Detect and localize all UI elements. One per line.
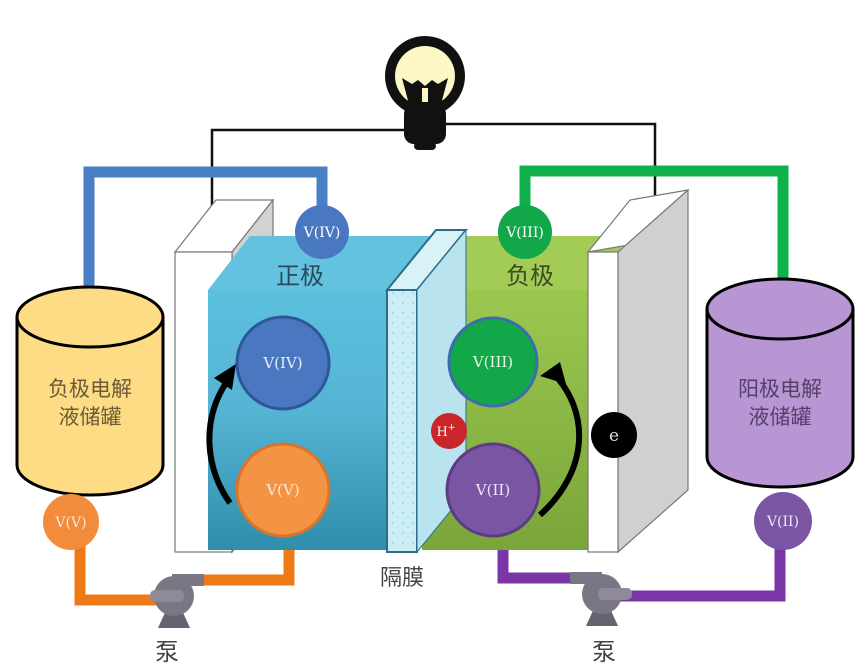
ion-pipe-right-v3: V(III) — [498, 205, 552, 259]
proton-h-plus: H+ — [431, 413, 467, 449]
svg-text:V(II): V(II) — [766, 514, 799, 530]
external-circuit — [210, 122, 657, 228]
svg-text:负极电解: 负极电解 — [48, 377, 132, 401]
electron: e — [591, 412, 637, 458]
ion-tank-left-v5: V(V) — [43, 494, 99, 550]
negative-electrode-label: 负极 — [506, 262, 554, 290]
pipe-green — [519, 165, 789, 296]
ion-cell-v4: V(IV) — [235, 315, 331, 411]
svg-text:V(IV): V(IV) — [262, 354, 302, 372]
svg-text:阳极电解: 阳极电解 — [738, 377, 822, 401]
ion-cell-v3: V(III) — [447, 316, 539, 408]
pump-left-label: 泵 — [155, 638, 179, 666]
svg-text:V(IV): V(IV) — [303, 225, 341, 241]
svg-text:V(V): V(V) — [265, 481, 299, 499]
pipe-purple-right — [618, 540, 786, 602]
ion-cell-v2: V(II) — [445, 442, 541, 538]
svg-text:V(III): V(III) — [505, 225, 544, 241]
arrow-head-right-icon — [540, 362, 566, 384]
svg-text:液储罐: 液储罐 — [59, 405, 122, 429]
svg-text:e: e — [609, 426, 619, 446]
tank-right: 阳极电解 液储罐 — [705, 277, 855, 489]
svg-text:液储罐: 液储罐 — [749, 405, 812, 429]
membrane-label: 隔膜 — [380, 566, 424, 591]
svg-text:V(III): V(III) — [472, 353, 513, 371]
pipe-purple — [497, 548, 580, 584]
arrow-curve-left-icon — [206, 378, 233, 505]
pipe-blue — [83, 166, 328, 316]
ion-tank-right-v2: V(II) — [754, 492, 812, 550]
arrow-curve-right-icon — [537, 369, 582, 518]
light-bulb-icon — [385, 36, 465, 150]
svg-text:V(V): V(V) — [54, 515, 86, 531]
positive-electrode-label: 正极 — [276, 262, 324, 290]
wire-right — [444, 122, 657, 216]
svg-text:H+: H+ — [437, 423, 456, 440]
electrode-negative — [586, 188, 690, 554]
ion-cell-v5: V(V) — [235, 442, 331, 538]
pump-right-label: 泵 — [592, 638, 616, 666]
pump-left-icon — [150, 574, 204, 628]
pipe-orange-right — [202, 548, 295, 586]
arrow-head-left-icon — [214, 364, 236, 390]
pump-right-icon — [570, 572, 632, 626]
tank-left: 负极电解 液储罐 — [15, 285, 165, 497]
ion-pipe-left-v4: V(IV) — [295, 205, 349, 259]
svg-text:V(II): V(II) — [475, 481, 510, 499]
wire-left — [210, 128, 408, 228]
